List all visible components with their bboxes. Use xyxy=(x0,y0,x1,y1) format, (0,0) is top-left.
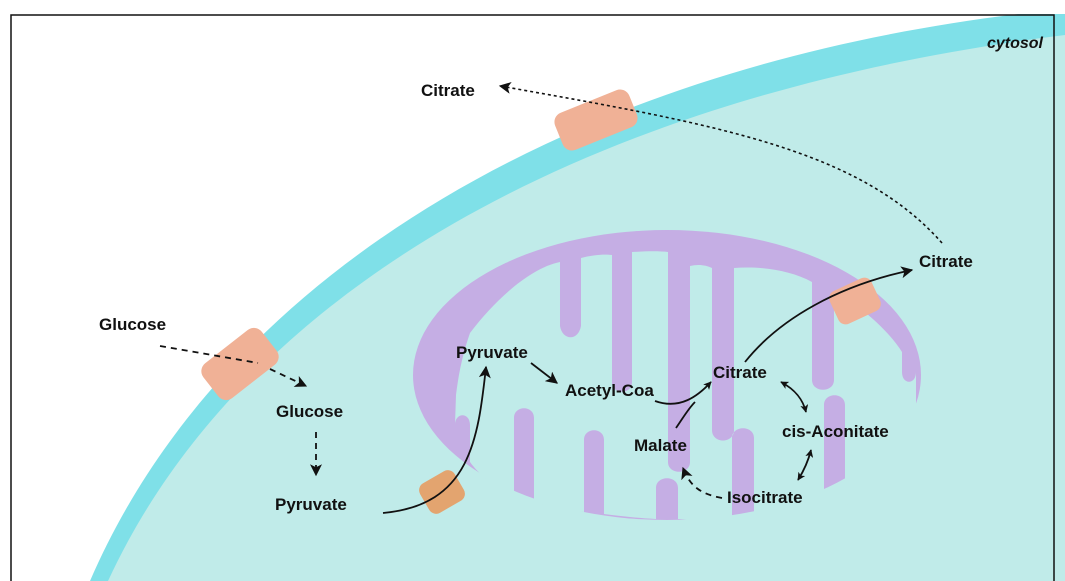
label-citrate-exported: Citrate xyxy=(919,252,973,271)
label-acetyl-coa: Acetyl-Coa xyxy=(565,381,654,400)
label-pyruvate-cytoplasm: Pyruvate xyxy=(275,495,347,514)
label-pyruvate-mito: Pyruvate xyxy=(456,343,528,362)
label-isocitrate: Isocitrate xyxy=(727,488,803,507)
label-cytosol: cytosol xyxy=(987,35,1044,52)
label-glucose-outside: Glucose xyxy=(99,315,166,334)
label-cis-aconitate: cis-Aconitate xyxy=(782,422,889,441)
label-glucose-inside: Glucose xyxy=(276,402,343,421)
label-citrate-outside: Citrate xyxy=(421,81,475,100)
label-malate: Malate xyxy=(634,436,687,455)
label-citrate-mito: Citrate xyxy=(713,363,767,382)
mitochondrion xyxy=(413,230,921,521)
